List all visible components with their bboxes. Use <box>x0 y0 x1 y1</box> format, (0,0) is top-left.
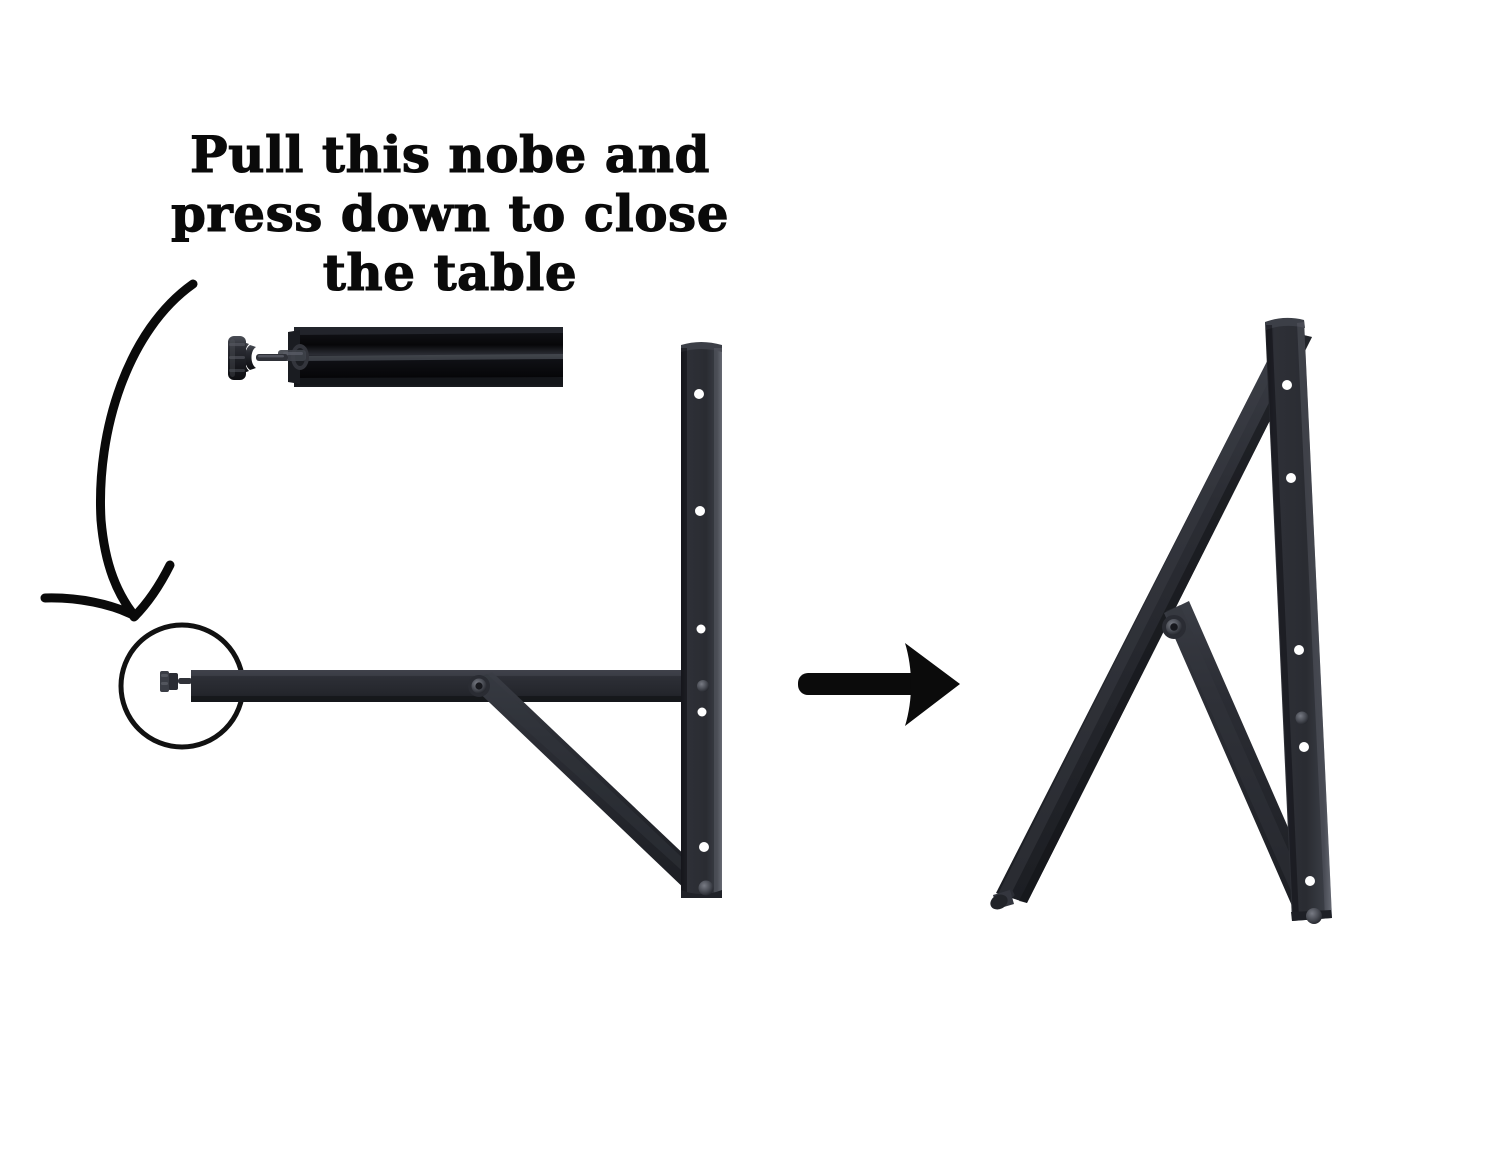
pivot-bolt-folded <box>1162 615 1186 639</box>
post-mounting-holes-open <box>694 389 714 896</box>
bracket-folded-state <box>990 317 1332 924</box>
diagonal-brace-folded <box>1164 601 1322 915</box>
curved-pointer-arrow <box>40 279 198 622</box>
knob-detail-closeup <box>228 327 563 387</box>
bracket-open-state <box>160 342 722 898</box>
vertical-post-folded <box>1265 317 1332 921</box>
post-mounting-holes-folded <box>1282 380 1322 924</box>
arm-pull-knob <box>160 671 192 692</box>
diagonal-brace-open <box>469 672 712 893</box>
folded-arm-pull-knob <box>990 888 1015 910</box>
vertical-post-open <box>681 342 722 898</box>
transition-arrow-right <box>798 643 960 726</box>
instruction-annotation-text: Pull this nobe and press down to close t… <box>170 124 730 302</box>
pivot-bolt-open <box>468 675 490 697</box>
